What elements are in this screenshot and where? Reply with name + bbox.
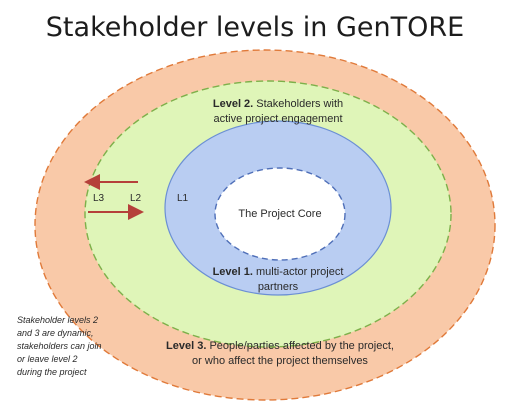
l3-short-label: L3 — [93, 193, 105, 204]
level2-label-line2: active project engagement — [213, 113, 343, 125]
level3-label-prefix: Level 3. — [166, 340, 207, 352]
level1-label: Level 1. multi-actor project partners — [198, 265, 358, 295]
note-line: or leave level 2 — [17, 354, 78, 364]
l2-short-label: L2 — [130, 193, 142, 204]
level3-label: Level 3. People/parties affected by the … — [150, 339, 410, 369]
note-line: and 3 are dynamic, — [17, 328, 94, 338]
level2-label-line1: Stakeholders with — [253, 98, 344, 110]
level3-label-line2: or who affect the project themselves — [192, 355, 368, 367]
page-title: Stakeholder levels in GenTORE — [45, 12, 465, 43]
level2-label: Level 2. Stakeholders with active projec… — [188, 97, 368, 127]
note-line: Stakeholder levels 2 — [17, 315, 99, 325]
project-core-label: The Project Core — [238, 208, 322, 220]
level1-label-line2: partners — [257, 281, 299, 293]
level1-label-line1: multi-actor project — [252, 266, 344, 278]
note-line: during the project — [17, 367, 87, 377]
level2-label-prefix: Level 2. — [212, 98, 254, 110]
level3-label-line1: People/parties affected by the project, — [206, 340, 394, 352]
dynamic-levels-note: Stakeholder levels 2 and 3 are dynamic, … — [17, 314, 142, 379]
level1-label-prefix: Level 1. — [212, 266, 253, 278]
note-line: stakeholders can join — [17, 341, 102, 351]
project-core-ring — [214, 167, 346, 261]
l1-short-label: L1 — [177, 193, 189, 204]
